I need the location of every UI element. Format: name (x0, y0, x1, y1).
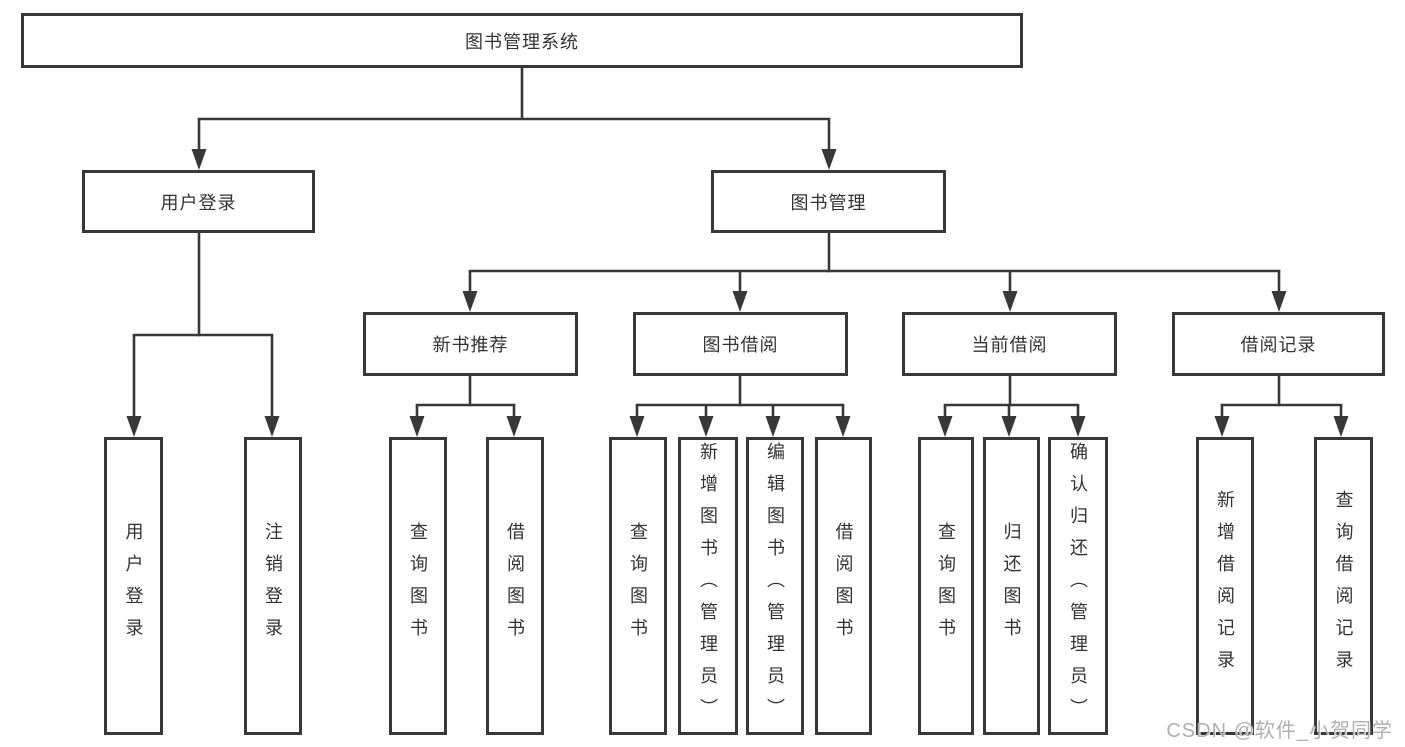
node-label: 图书借阅 (702, 335, 779, 355)
node-label: 归还图书 (1001, 522, 1022, 650)
node-label: 新增图书（管理员） (698, 442, 718, 730)
node-library-management-system: 图书管理系统 (21, 13, 1023, 68)
node-logout: 注销登录 (244, 437, 302, 735)
node-add-book-admin: 新增图书（管理员） (678, 437, 738, 735)
node-edit-book-admin: 编辑图书（管理员） (746, 437, 804, 735)
node-query-books-current: 查询图书 (918, 437, 974, 735)
node-user-login-leaf: 用户登录 (104, 437, 163, 735)
node-label: 新增借阅记录 (1215, 490, 1235, 682)
node-label: 注销登录 (263, 522, 283, 650)
node-label: 图书管理 (790, 192, 867, 213)
node-label: 借阅图书 (505, 522, 525, 650)
node-current-borrowing: 当前借阅 (902, 312, 1117, 376)
node-label: 当前借阅 (971, 335, 1048, 355)
node-label: 图书管理系统 (465, 31, 579, 52)
node-label: 查询图书 (628, 522, 648, 650)
node-label: 借阅图书 (833, 522, 854, 650)
node-label: 借阅记录 (1240, 335, 1317, 355)
node-confirm-return-admin: 确认归还（管理员） (1048, 437, 1108, 735)
node-label: 新书推荐 (432, 335, 509, 355)
node-add-borrow-record: 新增借阅记录 (1196, 437, 1254, 735)
node-label: 编辑图书（管理员） (765, 442, 785, 730)
node-label: 查询图书 (936, 522, 956, 650)
node-new-book-recommendation: 新书推荐 (363, 312, 578, 376)
node-query-books-recommend: 查询图书 (389, 437, 447, 735)
node-borrow-books-leaf: 借阅图书 (815, 437, 872, 735)
node-query-borrow-record: 查询借阅记录 (1314, 437, 1373, 735)
node-book-management: 图书管理 (711, 170, 946, 233)
node-user-login: 用户登录 (82, 170, 315, 233)
node-book-borrowing: 图书借阅 (633, 312, 848, 376)
node-label: 用户登录 (123, 522, 144, 650)
node-label: 查询图书 (408, 522, 428, 650)
node-label: 确认归还（管理员） (1068, 442, 1088, 730)
node-return-books: 归还图书 (983, 437, 1040, 735)
node-query-books-borrowing: 查询图书 (609, 437, 667, 735)
node-borrow-books-recommend: 借阅图书 (486, 437, 544, 735)
node-borrowing-records: 借阅记录 (1172, 312, 1385, 376)
node-label: 查询借阅记录 (1333, 490, 1354, 682)
node-label: 用户登录 (160, 192, 237, 213)
